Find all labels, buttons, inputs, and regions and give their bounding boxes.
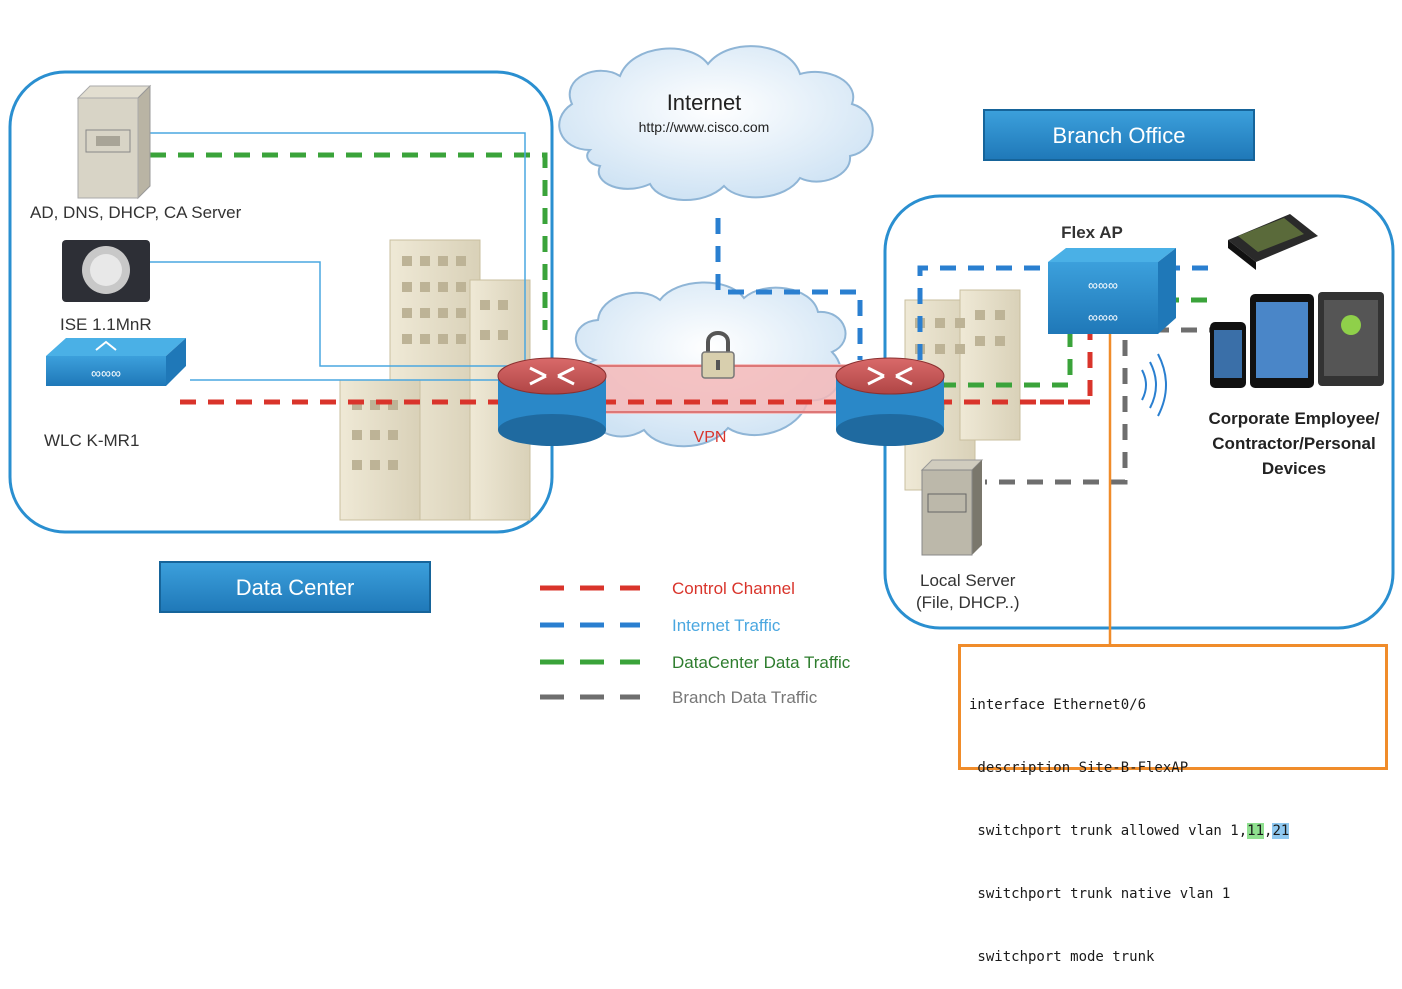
android-tablet-icon xyxy=(1318,292,1384,386)
svg-text:∞∞∞: ∞∞∞ xyxy=(91,365,121,381)
legend-datacenter-data-traffic: DataCenter Data Traffic xyxy=(672,653,851,672)
clients-label-line1: Corporate Employee/ xyxy=(1209,409,1380,428)
config-line-3: switchport trunk allowed vlan 1,11,21 xyxy=(969,821,1377,842)
internet-traffic-path xyxy=(715,218,863,360)
wlc-icon: ∞∞∞ xyxy=(46,338,186,386)
control-channel-ap xyxy=(1040,334,1093,405)
tablet-icon xyxy=(1250,294,1314,388)
ad-server-label: AD, DNS, DHCP, CA Server xyxy=(30,203,242,222)
dc-data-traffic-path xyxy=(150,152,548,330)
config-line-4: switchport trunk native vlan 1 xyxy=(969,886,1231,902)
branch-router xyxy=(835,357,945,446)
ise-link xyxy=(150,261,525,367)
laptop-icon xyxy=(1228,214,1318,270)
local-server-label-line2: (File, DHCP..) xyxy=(916,593,1020,612)
svg-text:∞∞∞: ∞∞∞ xyxy=(1088,309,1118,325)
wlc-label: WLC K-MR1 xyxy=(44,431,139,450)
ise-label: ISE 1.1MnR xyxy=(60,315,152,334)
config-vlan-11: 11 xyxy=(1247,823,1265,839)
config-line-1: interface Ethernet0/6 xyxy=(969,697,1147,713)
clients-label-line3: Devices xyxy=(1262,459,1326,478)
legend-internet-traffic: Internet Traffic xyxy=(672,616,781,635)
network-diagram: Internet http://www.cisco.com VPN xyxy=(8,45,1395,707)
legend-control-channel: Control Channel xyxy=(672,579,795,598)
dc-router xyxy=(497,357,607,446)
ad-server-icon xyxy=(76,84,152,200)
legend-branch-data-traffic: Branch Data Traffic xyxy=(672,688,818,707)
ise-icon xyxy=(62,240,150,302)
internet-title: Internet xyxy=(667,90,742,115)
internet-url: http://www.cisco.com xyxy=(639,119,770,135)
switch-config-box: interface Ethernet0/6 description Site-B… xyxy=(958,644,1388,965)
config-line-5: switchport mode trunk xyxy=(969,949,1155,965)
legend: Control Channel Internet Traffic DataCen… xyxy=(540,579,851,707)
branch-office-label-box: Branch Office xyxy=(983,109,1255,161)
config-line-3-prefix: switchport trunk allowed vlan 1, xyxy=(969,823,1248,839)
config-line-2: description Site-B-FlexAP xyxy=(969,760,1189,776)
wireless-signal-icon xyxy=(1141,353,1167,417)
local-server-label-line1: Local Server xyxy=(920,571,1016,590)
smartphone-icon xyxy=(1210,322,1246,388)
branch-data-traffic-down xyxy=(985,340,1128,485)
data-center-label-box: Data Center xyxy=(159,561,431,613)
data-center-title: Data Center xyxy=(236,575,355,600)
svg-text:∞∞∞: ∞∞∞ xyxy=(1088,277,1118,293)
internet-cloud xyxy=(558,45,874,201)
config-vlan-21: 21 xyxy=(1272,823,1290,839)
lock-icon xyxy=(701,331,735,379)
ad-server-link xyxy=(150,132,526,360)
clients-label-line2: Contractor/Personal xyxy=(1212,434,1375,453)
flex-ap-icon: ∞∞∞ ∞∞∞ xyxy=(1048,248,1176,334)
branch-office-title: Branch Office xyxy=(1053,123,1186,148)
flex-ap-label: Flex AP xyxy=(1061,223,1123,242)
local-server-icon xyxy=(920,459,984,556)
data-center-boundary xyxy=(8,70,554,534)
vpn-label: VPN xyxy=(694,429,727,446)
